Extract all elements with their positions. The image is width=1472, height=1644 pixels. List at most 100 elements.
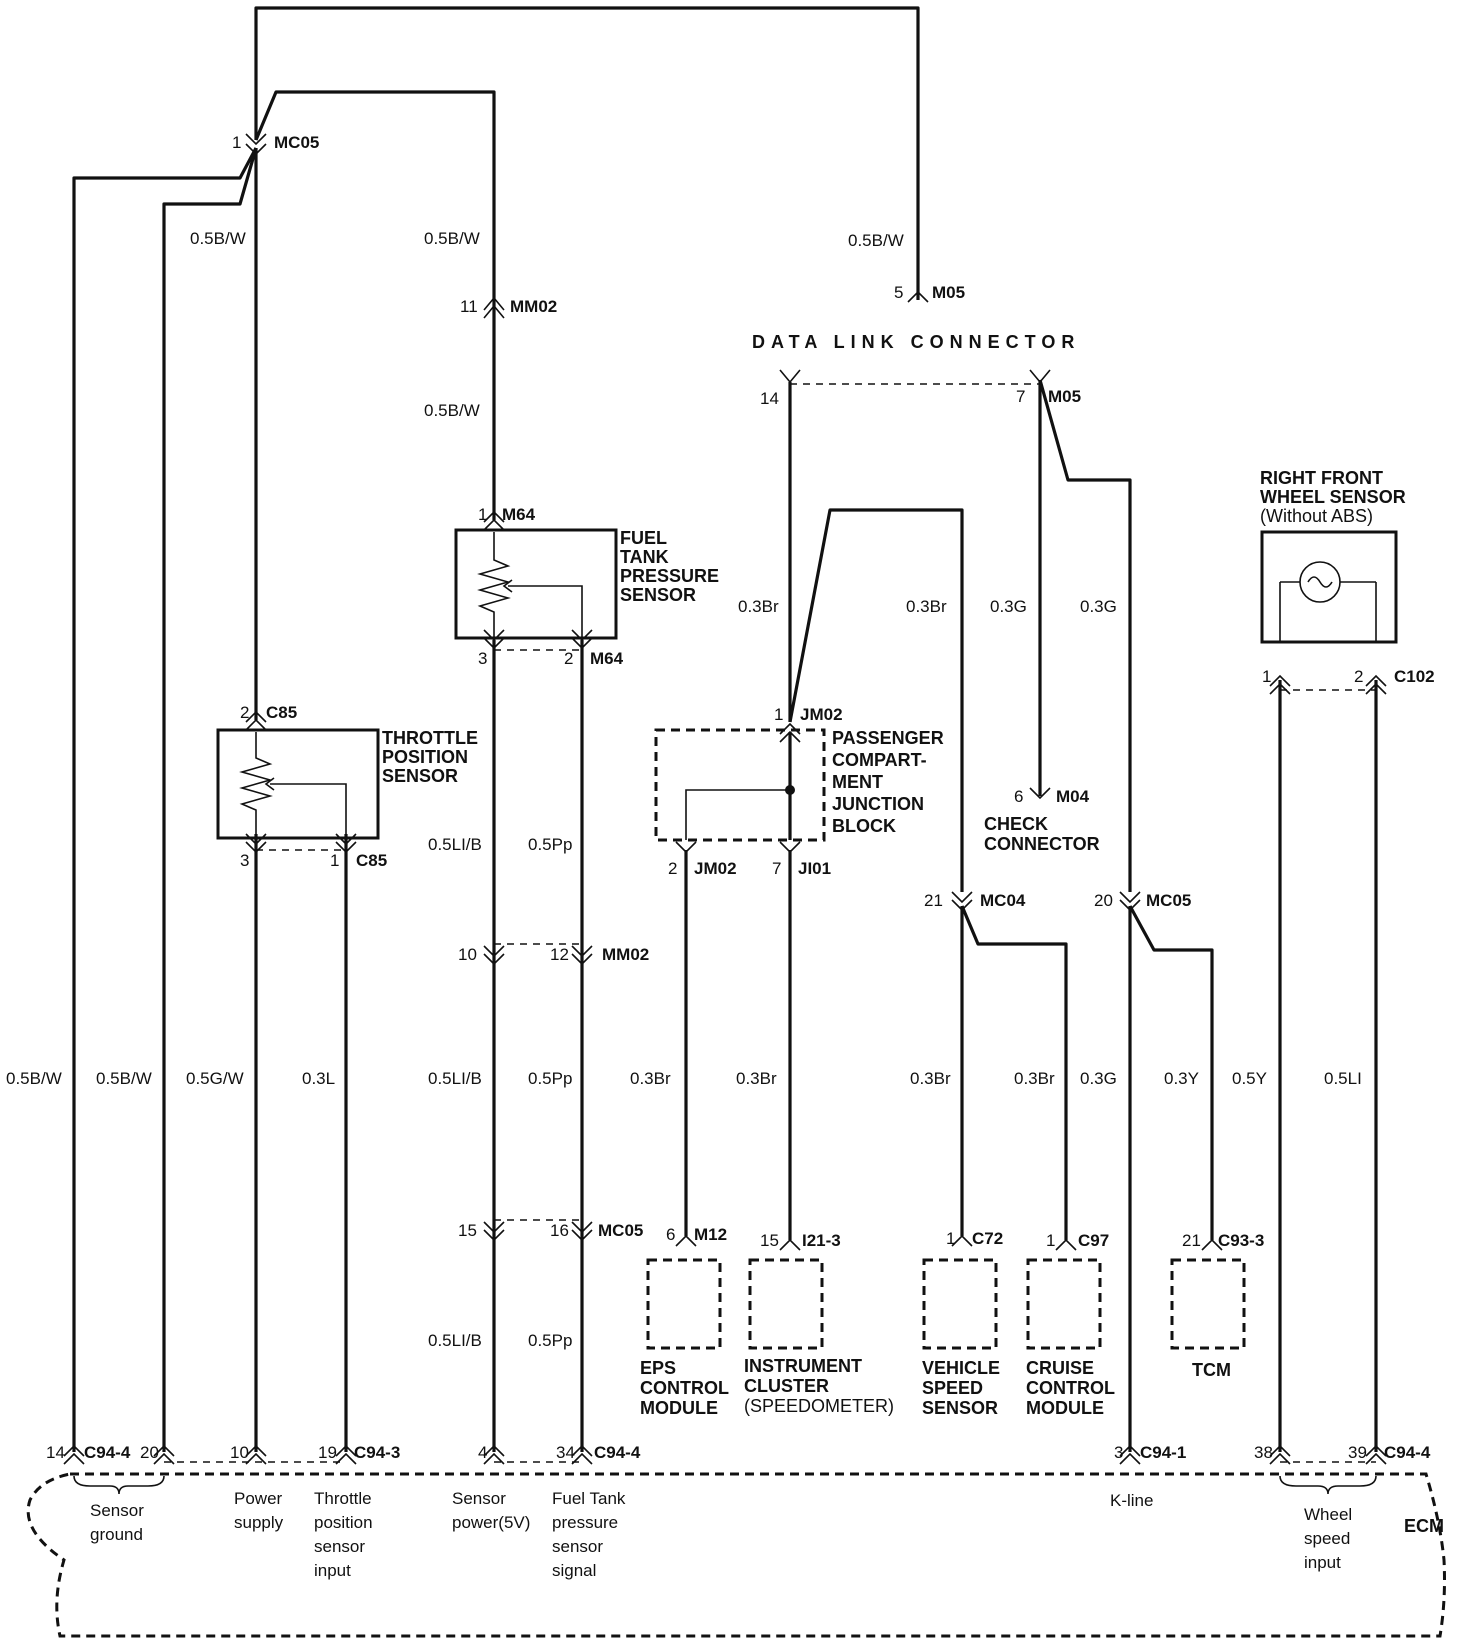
sensor-ground-line1: Sensor <box>90 1501 144 1520</box>
c85-top-chevron <box>245 710 267 731</box>
eps-line3: MODULE <box>640 1398 718 1418</box>
check-conn-line1: CHECK <box>984 814 1048 834</box>
ecm-connector-id: C94-1 <box>1140 1443 1186 1462</box>
mc04-chevron <box>951 891 973 912</box>
wire-sensor-ground-14 <box>72 147 258 1452</box>
wire-dlc7-to-kline <box>1038 379 1132 892</box>
cluster-line2: CLUSTER <box>744 1376 829 1396</box>
fuel-signal-line1: Fuel Tank <box>552 1489 626 1508</box>
i21-pin: 15 <box>760 1231 779 1250</box>
m64-bot-right-chevron <box>571 629 593 650</box>
mm02-mid-id: MM02 <box>602 945 649 964</box>
i21-chevron <box>779 1238 801 1251</box>
c85-bot-pin-right: 1 <box>330 851 339 870</box>
fuel-wiper <box>508 585 583 638</box>
c93-id: C93-3 <box>1218 1231 1264 1250</box>
m64-top-pin: 1 <box>478 505 487 524</box>
fuel-sensor-line1: FUEL <box>620 528 667 548</box>
fuel-sensor-line3: PRESSURE <box>620 566 719 586</box>
wheel-input-line1: Wheel <box>1304 1505 1352 1524</box>
mc05-mid-chevron <box>1119 891 1141 912</box>
wheel-sensor-line1: RIGHT FRONT <box>1260 468 1383 488</box>
ji01-id: JI01 <box>798 859 831 878</box>
cruise-line2: CONTROL <box>1026 1378 1115 1398</box>
mc04-pin: 21 <box>924 891 943 910</box>
jm02-bot-chevron <box>675 841 697 854</box>
wire-mc05-to-dlc <box>254 6 920 300</box>
tcm-label: TCM <box>1192 1360 1231 1380</box>
mc05-mid-pin: 20 <box>1094 891 1113 910</box>
cruise-box <box>1026 1258 1102 1350</box>
jb-line4: JUNCTION <box>832 794 924 814</box>
dlc-left-pin: 14 <box>760 389 779 408</box>
wheel-input-line2: speed <box>1304 1529 1350 1548</box>
m05-dlc-id: M05 <box>932 283 965 302</box>
dlc-title: DATA LINK CONNECTOR <box>752 332 1080 352</box>
mc05-top-chevron <box>245 133 267 156</box>
c102-pin-left: 1 <box>1262 667 1271 686</box>
junction-block-box <box>654 728 826 842</box>
wire-label: 0.3Y <box>1164 1069 1199 1088</box>
mm02-mid-pin-right: 12 <box>550 945 569 964</box>
m05-dlc-chevron <box>907 290 929 303</box>
c72-id: C72 <box>972 1229 1003 1248</box>
ecm-label: ECM <box>1404 1516 1444 1536</box>
wire-label: 0.3Br <box>738 597 779 616</box>
c85-bot-pin-left: 3 <box>240 851 249 870</box>
fuel-sensor-line2: TANK <box>620 547 669 567</box>
c97-chevron <box>1055 1238 1077 1251</box>
fuel-signal-line2: pressure <box>552 1513 618 1532</box>
mm02-mid-pin-left: 10 <box>458 945 477 964</box>
tps-input-line4: input <box>314 1561 351 1580</box>
throttle-sensor-box <box>216 728 380 840</box>
m64-bot-pin-left: 3 <box>478 649 487 668</box>
kline-label: K-line <box>1110 1491 1153 1510</box>
wire-label: 0.5LI/B <box>428 835 482 854</box>
tcm-box <box>1170 1258 1246 1350</box>
m64-bot-left-chevron <box>483 629 505 650</box>
jb-line5: BLOCK <box>832 816 896 836</box>
mm02-top-pin: 11 <box>460 297 478 316</box>
c72-chevron <box>951 1234 973 1247</box>
wire-label: 0.3Br <box>906 597 947 616</box>
ji01-chevron <box>779 841 801 854</box>
m04-chevron <box>1029 787 1051 800</box>
wheel-sensor-line2: WHEEL SENSOR <box>1260 487 1406 507</box>
mc05-low-left-chevron <box>483 1221 505 1242</box>
mm02-mid-right-chevron <box>571 945 593 966</box>
wire-label: 0.5B/W <box>190 229 246 248</box>
tps-resistor-symbol <box>239 732 273 836</box>
m64-top-chevron <box>483 510 505 531</box>
ji01-pin: 7 <box>772 859 781 878</box>
wire-label: 0.5LI/B <box>428 1331 482 1350</box>
vss-line2: SPEED <box>922 1378 983 1398</box>
ecm-pin: 20 <box>140 1443 159 1462</box>
fuel-resistor-symbol <box>477 532 511 638</box>
jb-line2: COMPART- <box>832 750 927 770</box>
wire-label: 0.5B/W <box>424 401 480 420</box>
wire-mc04-to-cruise <box>960 905 1068 1240</box>
wire-label: 0.3Br <box>1014 1069 1055 1088</box>
mc05-mid-id: MC05 <box>1146 891 1191 910</box>
vss-box <box>922 1258 998 1350</box>
jm02-bot-pin: 2 <box>668 859 677 878</box>
power-supply-line1: Power <box>234 1489 283 1508</box>
cluster-line3: (SPEEDOMETER) <box>744 1396 894 1416</box>
c102-right-chevron <box>1365 674 1387 695</box>
wire-label: 0.5Y <box>1232 1069 1267 1088</box>
wire-label: 0.3Br <box>630 1069 671 1088</box>
dlc-left-chevron <box>779 369 801 384</box>
ecm-pin-chevrons <box>63 1444 1387 1465</box>
wire-label: 0.3G <box>1080 597 1117 616</box>
connector-labels: 1 MC05 11 MM02 5 M05 14 7 M05 1 M64 3 2 … <box>232 133 1435 1250</box>
mm02-mid-left-chevron <box>483 945 505 966</box>
c85-bot-id: C85 <box>356 851 387 870</box>
m64-bot-id: M64 <box>590 649 624 668</box>
tps-wiper <box>270 783 347 836</box>
c102-pin-right: 2 <box>1354 667 1363 686</box>
jb-line3: MENT <box>832 772 883 792</box>
c97-id: C97 <box>1078 1231 1109 1250</box>
tps-line3: SENSOR <box>382 766 458 786</box>
mm02-top-id: MM02 <box>510 297 557 316</box>
wire-sensor-ground-20 <box>162 147 258 1452</box>
